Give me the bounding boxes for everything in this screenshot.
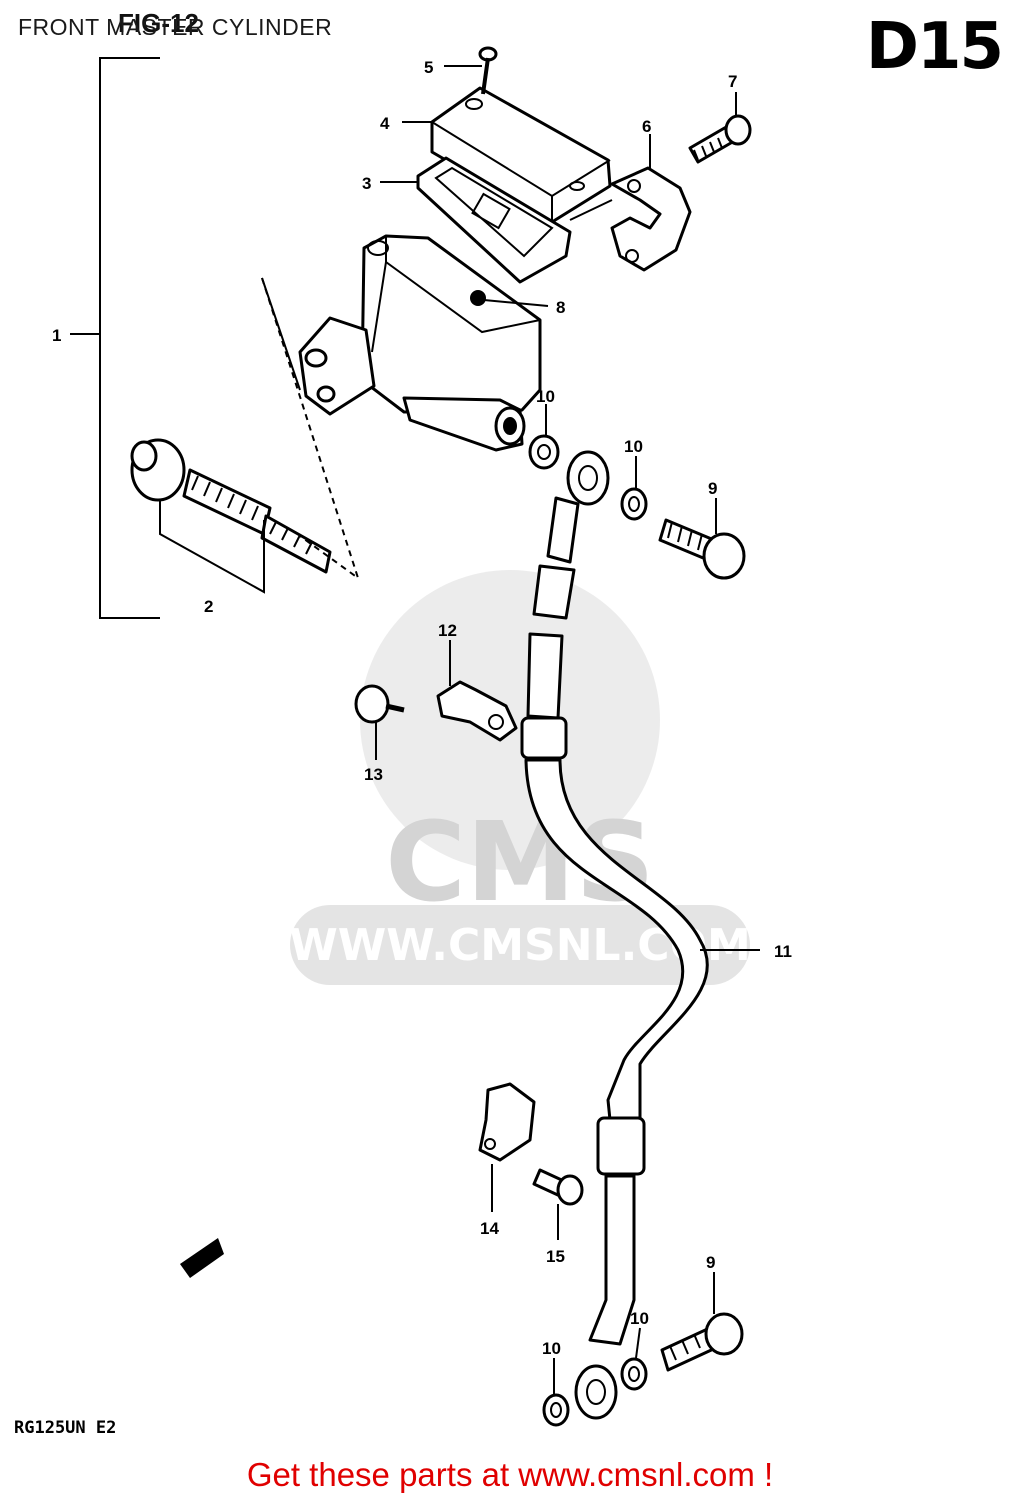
- callout-9-top: 9: [708, 479, 717, 498]
- piston-kit: [130, 438, 332, 594]
- master-cylinder-body: [298, 234, 542, 452]
- sealing-washer-bottom-right: [620, 1357, 648, 1391]
- callout-10-c: 10: [630, 1309, 649, 1328]
- reservoir-cap: [430, 86, 612, 224]
- callout-5: 5: [424, 58, 433, 77]
- guide-line: [261, 277, 360, 581]
- bracket-screw: [532, 1168, 584, 1206]
- hose-clamp: [436, 680, 518, 742]
- callout-9-bottom: 9: [706, 1253, 715, 1272]
- callout-8: 8: [556, 298, 565, 317]
- sealing-washer-top-right: [620, 487, 648, 521]
- leader-lines: [375, 65, 737, 1394]
- union-bolt-top: [658, 518, 746, 580]
- sealing-washer-bottom-left: [542, 1393, 570, 1427]
- front-arrow-icon: [180, 1238, 224, 1278]
- callout-11: 11: [774, 942, 792, 961]
- callout-10-d: 10: [542, 1339, 561, 1358]
- callout-4: 4: [380, 114, 390, 133]
- handlebar-clamp: [569, 166, 692, 272]
- callouts: 1 2 3 4 5 6 7 8 9 9 10 10 10 10 11 12 13…: [52, 58, 792, 1358]
- callout-10-a: 10: [536, 387, 555, 406]
- callout-3: 3: [362, 174, 371, 193]
- callout-2: 2: [204, 597, 213, 616]
- brake-hose: [520, 450, 760, 1420]
- clamp-screw: [354, 684, 405, 724]
- figure-tag: FIG-12: [118, 8, 199, 38]
- callout-6: 6: [642, 117, 651, 136]
- diagram-code: D15: [865, 10, 1004, 84]
- sealing-washer-top-left: [528, 434, 560, 470]
- callout-15: 15: [546, 1247, 565, 1266]
- diaphragm: [416, 156, 572, 284]
- hose-guide-bracket: [478, 1082, 536, 1162]
- callout-12: 12: [438, 621, 457, 640]
- callout-10-b: 10: [624, 437, 643, 456]
- bleed-hole-icon: [470, 290, 486, 306]
- page-title: FRONT MASTER CYLINDER: [18, 14, 333, 40]
- cap-screw: [478, 46, 498, 95]
- clamp-bolt: [688, 114, 752, 164]
- union-bolt-bottom: [660, 1312, 744, 1372]
- callout-14: 14: [480, 1219, 499, 1238]
- callout-1: 1: [52, 326, 61, 345]
- assembly-bracket: [70, 57, 160, 619]
- cta-link[interactable]: Get these parts at www.cmsnl.com !: [246, 1456, 774, 1493]
- model-code: RG125UN E2: [14, 1418, 117, 1438]
- callout-7: 7: [728, 72, 737, 91]
- callout-13: 13: [364, 765, 383, 784]
